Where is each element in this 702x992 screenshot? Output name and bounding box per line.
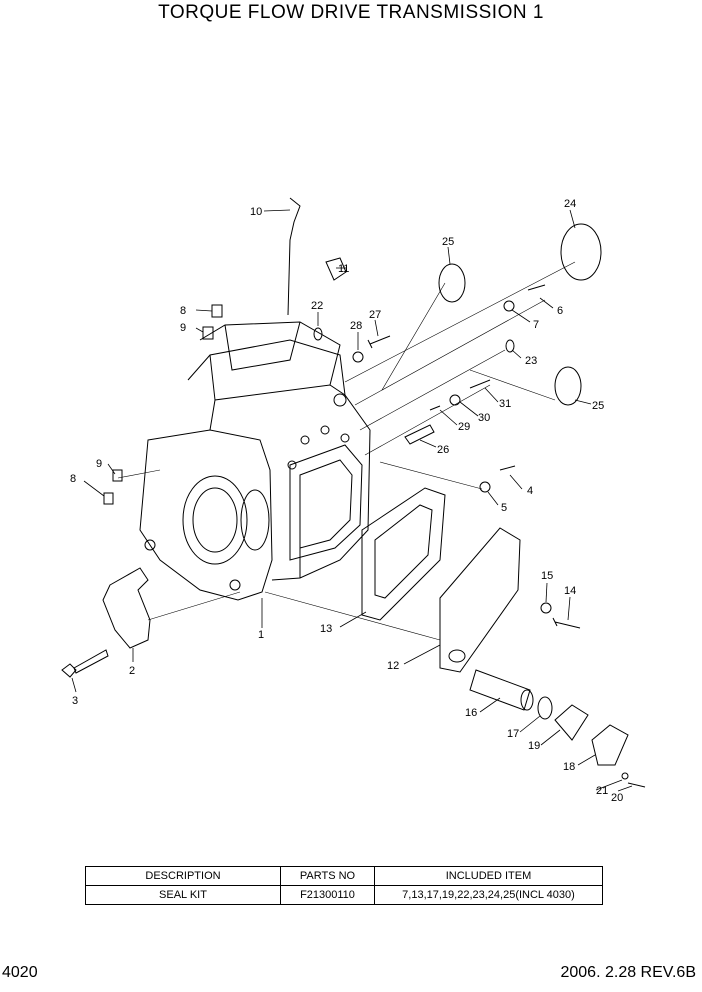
callout-15: 15 <box>541 570 553 582</box>
callout-1: 1 <box>258 629 264 641</box>
callout-23: 23 <box>525 355 537 367</box>
callout-25-right: 25 <box>592 400 604 412</box>
o-ring <box>438 263 466 303</box>
callout-30: 30 <box>478 412 490 424</box>
header-description: DESCRIPTION <box>85 866 281 886</box>
flange-plate <box>554 704 589 741</box>
callout-16: 16 <box>465 707 477 719</box>
plug <box>112 469 123 482</box>
bracket <box>61 567 151 678</box>
o-ring <box>560 223 602 281</box>
bolt <box>367 335 391 349</box>
washer <box>352 351 364 363</box>
pin <box>404 424 435 445</box>
cell-parts-no: F21300110 <box>280 885 375 905</box>
callout-28: 28 <box>350 320 362 332</box>
cell-included-item: 7,13,17,19,22,23,24,25(INCL 4030) <box>374 885 603 905</box>
plug <box>211 304 223 318</box>
callout-leaders <box>71 209 633 792</box>
plug <box>202 326 214 340</box>
breather-plug <box>325 257 347 281</box>
o-ring <box>537 696 553 720</box>
flange-housing <box>591 724 629 766</box>
bolt <box>499 465 516 471</box>
seal-kit-table: DESCRIPTION PARTS NO INCLUDED ITEM SEAL … <box>85 866 603 905</box>
callout-20: 20 <box>611 792 623 804</box>
transmission-housing <box>139 321 371 601</box>
gasket <box>361 487 446 621</box>
callout-9-left: 9 <box>96 458 102 470</box>
callout-3: 3 <box>72 695 78 707</box>
cell-description: SEAL KIT <box>85 885 281 905</box>
callout-26: 26 <box>437 444 449 456</box>
assembly-lines <box>117 261 576 641</box>
callout-7: 7 <box>533 319 539 331</box>
callout-labels: 1 2 3 4 5 6 7 8 9 8 9 10 11 12 13 14 15 … <box>70 198 623 804</box>
callout-11: 11 <box>338 263 349 275</box>
tube <box>469 669 534 711</box>
callout-14: 14 <box>564 585 576 597</box>
o-ring <box>554 366 582 406</box>
revision-date: 2006. 2.28 REV.6B <box>560 964 696 981</box>
washer <box>621 772 629 780</box>
o-ring <box>505 339 515 353</box>
callout-25-top: 25 <box>442 236 454 248</box>
washer <box>449 394 461 406</box>
washer <box>503 300 515 312</box>
callout-5: 5 <box>501 502 507 514</box>
callout-29: 29 <box>458 421 470 433</box>
bolt <box>552 617 581 629</box>
callout-2: 2 <box>129 665 135 677</box>
header-parts-no: PARTS NO <box>280 866 375 886</box>
page-title: TORQUE FLOW DRIVE TRANSMISSION 1 <box>158 2 544 23</box>
callout-4: 4 <box>527 485 533 497</box>
callout-18: 18 <box>563 761 575 773</box>
callout-9-top: 9 <box>180 322 186 334</box>
dipstick <box>287 197 301 316</box>
callout-31: 31 <box>499 398 511 410</box>
callout-19: 19 <box>528 740 540 752</box>
bolt <box>627 782 646 788</box>
callout-13: 13 <box>320 623 332 635</box>
callout-8-top: 8 <box>180 305 186 317</box>
washer <box>540 602 552 614</box>
callout-24: 24 <box>564 198 576 210</box>
callout-27: 27 <box>369 309 381 321</box>
bolt <box>527 284 546 291</box>
page-number: 4020 <box>2 964 38 981</box>
header-included-item: INCLUDED ITEM <box>374 866 603 886</box>
bolt <box>469 379 491 389</box>
washer <box>479 481 491 493</box>
callout-21: 21 <box>596 785 608 797</box>
callout-17: 17 <box>507 728 519 740</box>
table-header-row: DESCRIPTION PARTS NO INCLUDED ITEM <box>85 866 603 886</box>
bolt <box>429 405 441 411</box>
o-ring <box>313 327 323 341</box>
callout-10: 10 <box>250 206 262 218</box>
callout-6: 6 <box>557 305 563 317</box>
callout-12: 12 <box>387 660 399 672</box>
callout-8-left: 8 <box>70 473 76 485</box>
callout-22: 22 <box>311 300 323 312</box>
plug <box>103 492 114 505</box>
table-row: SEAL KIT F21300110 7,13,17,19,22,23,24,2… <box>85 885 603 905</box>
cover-plate <box>439 527 521 673</box>
